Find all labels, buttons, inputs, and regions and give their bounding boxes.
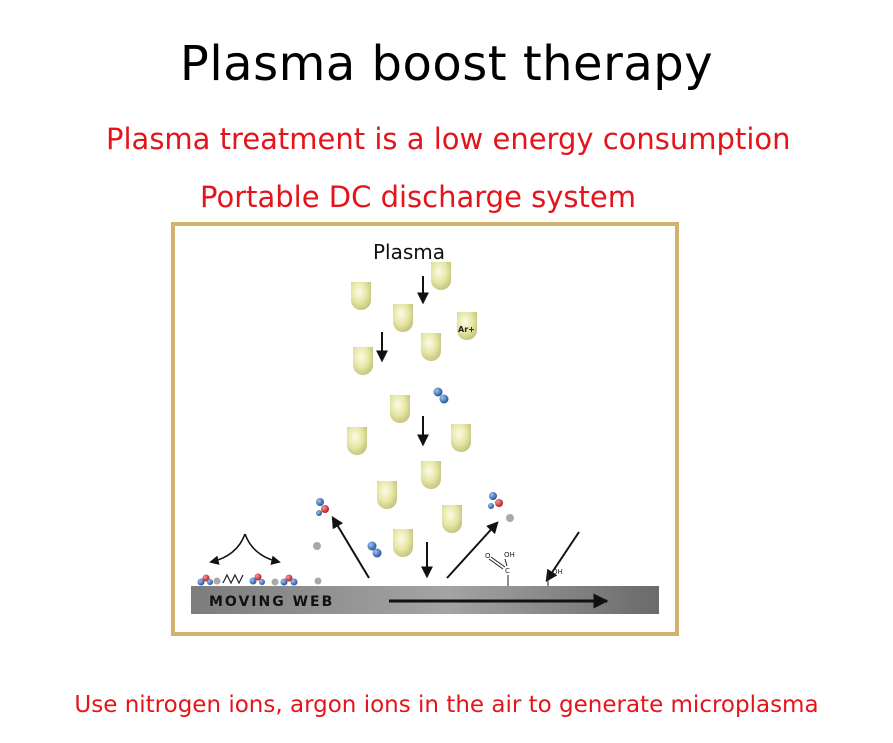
surface-bounce-arrows bbox=[209, 533, 281, 565]
hydroxyl-label-2: OH bbox=[552, 568, 563, 576]
footer-caption: Use nitrogen ions, argon ions in the air… bbox=[74, 692, 819, 718]
oxygen-label: O bbox=[485, 552, 491, 560]
page-title: Plasma boost therapy bbox=[179, 36, 714, 92]
plasma-label: Plasma bbox=[373, 240, 445, 264]
grey-particles bbox=[213, 514, 514, 585]
plasma-diagram-svg: Plasma Ar+ bbox=[191, 240, 659, 614]
subtitle-line-2: Portable DC discharge system bbox=[200, 180, 636, 214]
plasma-down-arrows bbox=[376, 276, 433, 579]
argon-ion-label: Ar+ bbox=[458, 325, 475, 334]
surface-molecules-left bbox=[197, 573, 298, 586]
released-molecules bbox=[316, 492, 503, 516]
carbon-label: C bbox=[505, 567, 510, 575]
plasma-diagram: Plasma Ar+ bbox=[171, 222, 679, 636]
nitrogen-molecules bbox=[367, 387, 449, 558]
reaction-arrows bbox=[331, 515, 580, 582]
moving-web-label: MOVING WEB bbox=[209, 594, 334, 610]
surface-functional-groups: O OH C OH bbox=[485, 551, 563, 586]
plasma-droplets bbox=[347, 262, 477, 557]
subtitle-line-1: Plasma treatment is a low energy consump… bbox=[106, 122, 791, 156]
hydroxyl-label-1: OH bbox=[504, 551, 515, 559]
